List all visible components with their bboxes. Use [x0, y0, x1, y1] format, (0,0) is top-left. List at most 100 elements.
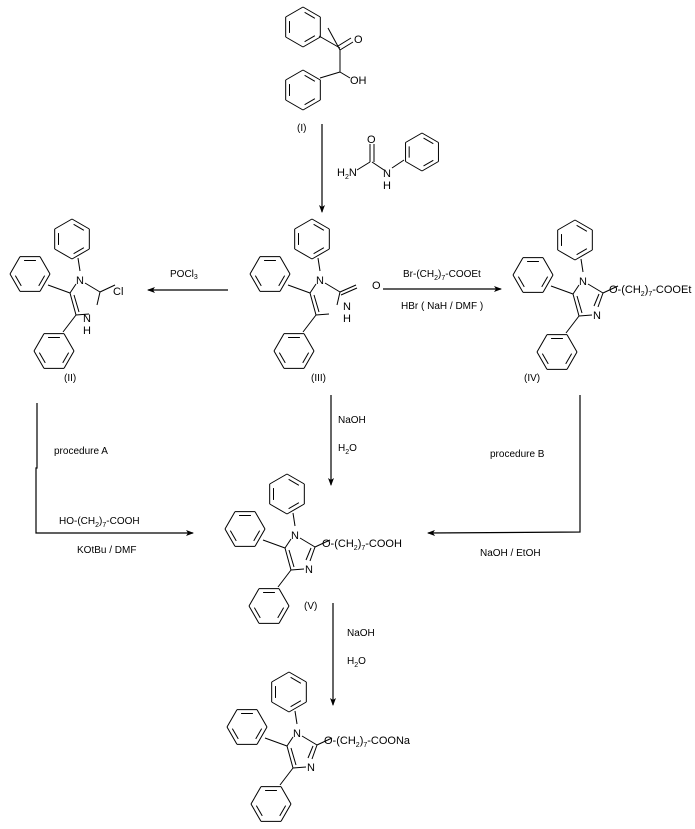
ring-double-bond — [231, 728, 239, 740]
ring-bond — [71, 248, 90, 260]
ring-double-bond — [279, 805, 287, 817]
ring-bond — [557, 249, 576, 261]
ring-double-bond — [38, 275, 46, 287]
ring-bond — [421, 132, 439, 143]
ring-bond — [311, 218, 330, 230]
reagent-naoh-etoh: NaOH / EtOH — [480, 548, 541, 559]
reagent-naoh: NaOH — [347, 628, 375, 639]
ring-double-bond — [62, 352, 70, 364]
ring-double-bond — [73, 247, 85, 255]
ring-bond — [54, 248, 73, 260]
benzene-ring — [285, 69, 321, 111]
chlorine-atom: Cl — [113, 286, 123, 298]
ring-double-bond — [576, 224, 588, 232]
ring-double-bond — [255, 728, 263, 740]
ring-bond — [288, 701, 307, 713]
ring-double-bond — [254, 275, 262, 287]
bond — [550, 285, 574, 295]
urea-oxygen: O — [367, 134, 376, 146]
ring-bond — [286, 503, 305, 515]
ring-double-bond — [73, 223, 85, 231]
ring-double-bond — [290, 676, 302, 684]
benzene-ring-top — [285, 6, 321, 48]
ring-bond — [9, 273, 21, 292]
ring-double-bond — [304, 74, 316, 82]
bond — [316, 737, 333, 746]
bond — [69, 292, 77, 316]
bond — [47, 284, 71, 294]
ring-bond — [269, 473, 288, 485]
ring-bond — [279, 256, 291, 275]
acid-chain: O-(CH2)7-COOH — [322, 538, 402, 552]
ring-bond — [226, 709, 238, 728]
ring-bond — [33, 350, 45, 369]
double-bond — [288, 549, 295, 568]
carbonyl-bond — [339, 41, 354, 51]
ring-bond — [254, 511, 266, 530]
ring-bond — [542, 257, 554, 276]
ring-bond — [280, 803, 292, 822]
reagent-water: H2O — [347, 656, 366, 669]
nh-h: H — [83, 325, 91, 337]
ring-bond — [288, 671, 307, 683]
bond — [336, 291, 341, 306]
benzene-ring — [294, 218, 330, 260]
nh-h: H — [343, 313, 351, 325]
benzene-ring — [285, 6, 321, 48]
amine-h: H2N — [337, 167, 357, 181]
ring-bond — [250, 786, 262, 805]
ring-bond — [574, 249, 593, 261]
arrow-procedure-B — [427, 395, 581, 536]
nh-n: N — [83, 313, 91, 325]
ring-double-bond — [253, 530, 261, 542]
ring-bond — [421, 161, 439, 172]
compound-IV: O-(CH2)7-COOEt (IV) NN — [512, 219, 691, 384]
ring-bond — [271, 701, 290, 713]
bond — [565, 315, 580, 334]
ring-bond — [285, 99, 304, 111]
ring-bond — [63, 350, 75, 369]
ring-bond — [248, 605, 260, 624]
ring-double-bond — [253, 607, 261, 619]
ring-double-bond — [278, 352, 286, 364]
benzene-ring — [250, 786, 292, 822]
benzene-ring — [54, 218, 90, 260]
ring-bond — [405, 161, 423, 172]
ring-double-bond — [423, 159, 434, 167]
ring-bond — [39, 273, 51, 292]
reagent-hbr-nah-dmf: HBr ( NaH / DMF ) — [401, 301, 483, 312]
bond — [292, 512, 296, 527]
bond — [279, 767, 294, 786]
ring-bond — [574, 219, 593, 231]
bond — [309, 292, 317, 316]
ring-bond — [250, 803, 262, 822]
ring-double-bond — [565, 353, 573, 365]
bond — [284, 547, 292, 571]
ring-double-bond — [255, 805, 263, 817]
compound-label-IV: (IV) — [524, 373, 540, 384]
bond — [317, 257, 321, 272]
compound-II: Cl N H (II) N — [9, 218, 123, 384]
ring-bond — [278, 588, 290, 607]
ring-bond — [311, 248, 330, 260]
n3-atom: N — [305, 564, 313, 576]
bond — [69, 283, 77, 294]
ring-bond — [248, 588, 260, 607]
carbonyl-bond — [337, 37, 352, 47]
ring-bond — [226, 726, 238, 745]
compound-V: O-(CH2)7-COOH (V) NN — [224, 473, 402, 624]
double-bond — [290, 747, 297, 766]
n1-atom: N — [293, 728, 301, 740]
bond — [99, 284, 116, 293]
n3-atom: N — [593, 310, 601, 322]
benzene-ring — [249, 256, 291, 292]
bond — [572, 293, 580, 317]
compound-I: O OH (I) — [285, 6, 367, 134]
ring-double-bond — [313, 223, 325, 231]
bond — [299, 537, 316, 548]
double-bond — [576, 295, 583, 314]
ring-bond — [278, 605, 290, 624]
bond — [391, 159, 405, 169]
ring-bond — [536, 334, 548, 353]
